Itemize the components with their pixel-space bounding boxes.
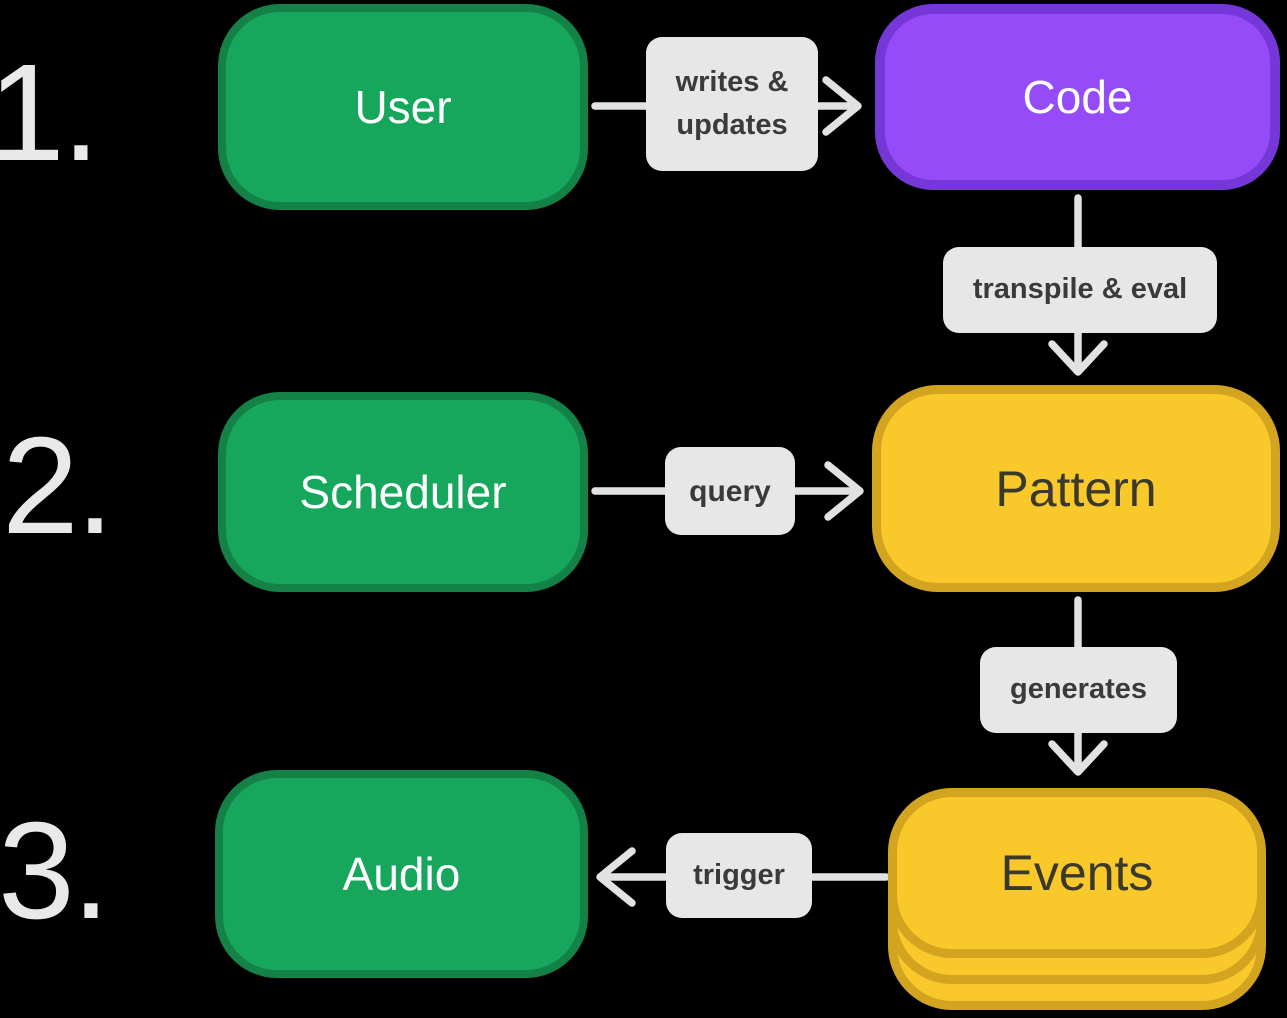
node-code: Code <box>875 4 1280 190</box>
edge-label-generates: generates <box>980 647 1177 733</box>
node-events: Events <box>888 788 1266 958</box>
step-number-2: 2. <box>2 409 114 563</box>
edge-label-trigger: trigger <box>666 833 812 918</box>
edge-label-transpile-eval-text: transpile & eval <box>972 273 1188 306</box>
node-scheduler-label: Scheduler <box>299 466 507 518</box>
edge-label-query-text: query <box>689 474 771 508</box>
edge-label-writes-updates-line2: updates <box>676 109 788 141</box>
step-number-3: 3. <box>0 794 110 948</box>
edge-label-transpile-eval: transpile & eval <box>943 247 1217 333</box>
node-user-label: User <box>354 81 452 133</box>
edge-label-query: query <box>665 447 795 535</box>
edge-label-trigger-text: trigger <box>693 858 785 891</box>
node-scheduler: Scheduler <box>218 392 588 592</box>
node-pattern-label: Pattern <box>995 460 1157 517</box>
node-user: User <box>218 4 588 210</box>
step-number-1: 1. <box>0 36 100 190</box>
node-events-label: Events <box>1000 845 1154 901</box>
node-pattern: Pattern <box>872 385 1280 592</box>
edge-label-writes-updates: writes & updates <box>646 37 818 171</box>
edge-label-writes-updates-line1: writes & <box>675 65 789 98</box>
node-audio: Audio <box>215 770 588 978</box>
edge-label-generates-text: generates <box>1009 673 1147 706</box>
node-audio-label: Audio <box>342 848 461 900</box>
node-code-label: Code <box>1022 71 1133 123</box>
